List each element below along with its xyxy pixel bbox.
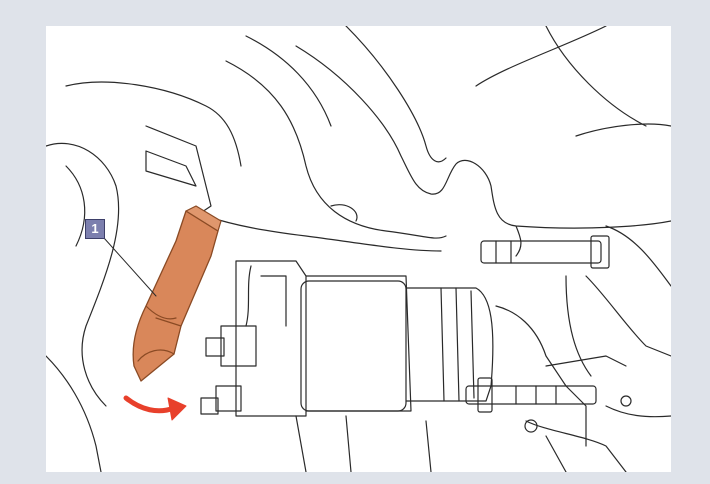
curved-red-arrow	[123, 395, 187, 421]
starter-motor	[200, 260, 627, 447]
top-mounting-bolt	[480, 235, 610, 269]
intake-manifold	[65, 26, 671, 257]
starter-motor-illustration	[46, 26, 671, 472]
terminal-cover	[132, 205, 222, 382]
engine-block-right	[295, 225, 671, 472]
callout-badge: 1	[85, 219, 105, 239]
engine-block-left	[46, 125, 212, 472]
illustration-panel: 1	[46, 26, 671, 472]
lower-mounting-bolt	[465, 377, 597, 413]
callout-leader	[103, 237, 157, 297]
